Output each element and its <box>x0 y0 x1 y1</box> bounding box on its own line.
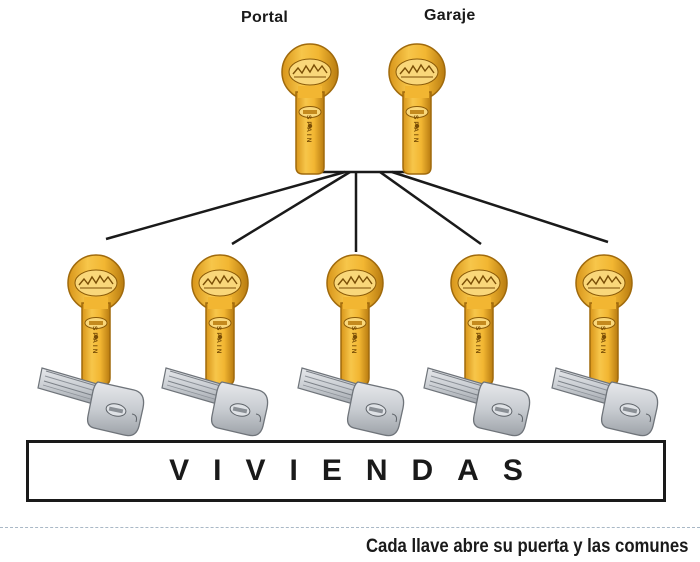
cylinder-stamp: SPAIN <box>599 326 606 355</box>
caption: Cada llave abre su puerta y las comunes <box>365 536 688 557</box>
dwelling-1-cylinder-icon <box>67 254 125 386</box>
connector-dwelling-5 <box>391 170 609 244</box>
viviendas-label: VIVIENDAS <box>169 454 547 487</box>
cylinder-stamp: SPAIN <box>305 115 312 144</box>
divider <box>0 527 700 528</box>
connector-lines <box>105 147 609 252</box>
dwelling-4-cylinder-icon <box>450 254 508 386</box>
garaje-label: Garaje <box>424 7 476 24</box>
connector-dwelling-1 <box>105 170 346 241</box>
dwelling-2-cylinder-icon <box>191 254 249 386</box>
cylinder-stamp: SPAIN <box>412 115 419 144</box>
cylinder-stamp: SPAIN <box>474 326 481 355</box>
portal-cylinder-icon <box>281 43 339 175</box>
garaje-cylinder-icon <box>388 43 446 175</box>
dwelling-5-cylinder-icon <box>575 254 633 386</box>
connector-dwelling-2 <box>231 170 351 246</box>
cylinder-stamp: SPAIN <box>350 326 357 355</box>
cylinder-stamp: SPAIN <box>215 326 222 355</box>
dwelling-3-cylinder-icon <box>326 254 384 386</box>
portal-label: Portal <box>241 9 289 26</box>
connector-dwelling-4 <box>379 170 482 246</box>
cylinder-stamps: SPAIN SPAIN SPAIN SPAIN SPAIN SPAIN SPAI… <box>91 115 606 355</box>
viviendas-box: VIVIENDAS <box>26 440 666 502</box>
cylinder-stamp: SPAIN <box>91 326 98 355</box>
